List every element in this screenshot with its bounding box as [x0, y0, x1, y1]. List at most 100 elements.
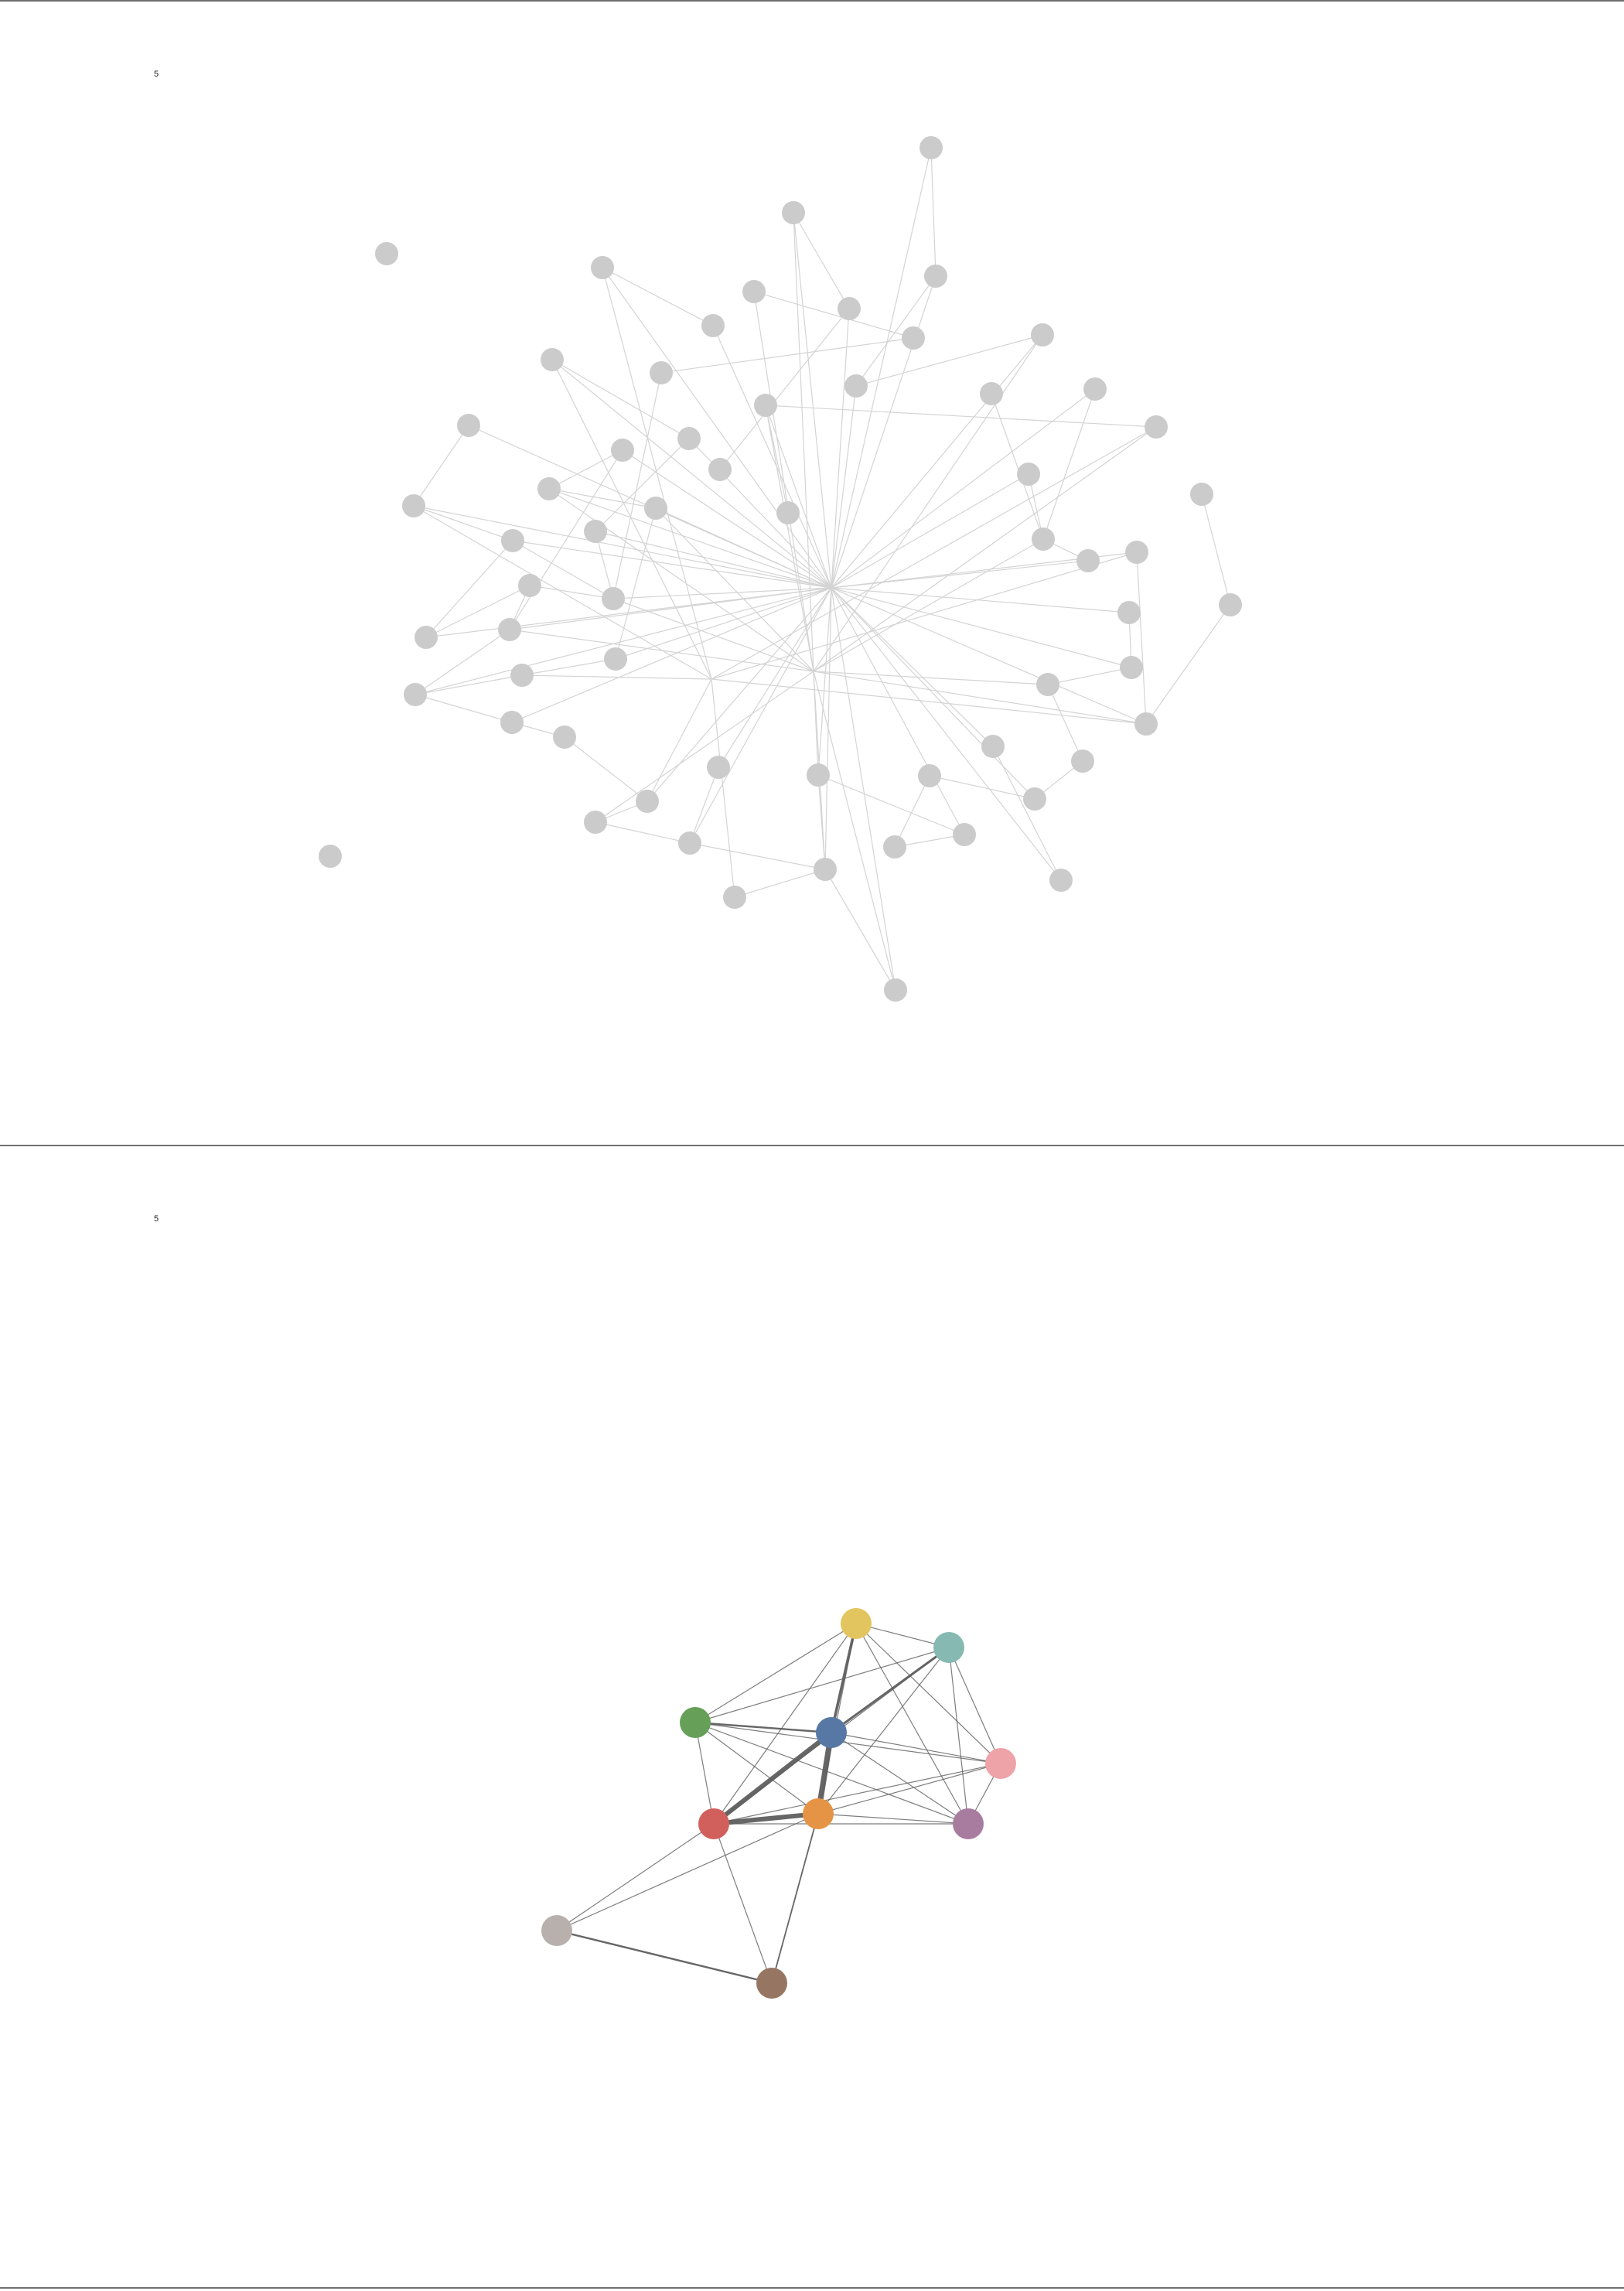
graph-node	[1071, 749, 1094, 773]
panel-label: 5	[154, 1214, 159, 1224]
graph-edge	[831, 147, 932, 589]
node-layer	[319, 136, 1242, 1002]
community-node-brown	[756, 1968, 787, 1999]
graph-node	[510, 664, 534, 687]
graph-edge	[425, 540, 513, 638]
graph-edge	[831, 587, 994, 747]
graph-node	[723, 886, 746, 909]
community-node-gray	[541, 1915, 572, 1946]
graph-edge	[765, 405, 789, 514]
graph-edge	[831, 275, 937, 589]
graph-node	[537, 477, 561, 500]
graph-node	[1120, 656, 1143, 679]
graph-edge	[813, 538, 1044, 672]
graph-edge	[831, 388, 1096, 589]
graph-node	[500, 711, 524, 734]
graph-edge	[855, 275, 937, 387]
graph-node	[1219, 593, 1242, 616]
graph-edge	[509, 587, 832, 630]
community-link-orange-gray	[556, 1813, 819, 1931]
graph-edge	[824, 869, 896, 991]
graph-node	[707, 756, 730, 779]
community-node-green	[680, 1707, 711, 1738]
graph-node	[541, 348, 564, 371]
community-link-orange-pink	[817, 1763, 1001, 1815]
graph-edge	[511, 587, 832, 723]
graph-edge	[831, 587, 1062, 881]
community-link-blue-pink	[831, 1732, 1001, 1764]
graph-node	[1083, 377, 1107, 401]
graph-edge	[689, 842, 826, 870]
graph-edge	[1145, 604, 1231, 725]
graph-edge	[655, 507, 832, 589]
graph-edge	[647, 587, 832, 802]
graph-node	[319, 845, 342, 868]
graph-node	[677, 427, 701, 450]
bottom-rule	[0, 2287, 1624, 2289]
graph-edge	[509, 629, 814, 672]
graph-edge	[765, 405, 1157, 428]
graph-node	[404, 683, 427, 706]
graph-node	[919, 136, 943, 159]
graph-edge	[425, 585, 531, 638]
graph-edge	[793, 212, 832, 589]
graph-node	[591, 256, 614, 279]
community-link-red-orange	[713, 1811, 819, 1826]
community-link-yellow-red	[713, 1623, 857, 1825]
graph-node	[980, 382, 1003, 405]
graph-node	[584, 811, 607, 834]
community-node-purple	[953, 1808, 984, 1839]
graph-node	[782, 201, 805, 224]
graph-node	[584, 520, 607, 543]
graph-edge	[595, 531, 832, 589]
graph-edge	[711, 678, 735, 898]
graph-node	[375, 242, 398, 265]
graph-node	[1032, 528, 1055, 551]
community-link-red-gray	[556, 1823, 715, 1931]
graph-edge	[930, 147, 937, 277]
graph-edge	[894, 775, 930, 848]
graph-node	[754, 394, 777, 417]
graph-edge	[413, 505, 712, 680]
graph-edge	[793, 212, 850, 309]
graph-node	[604, 647, 627, 671]
graph-node	[1017, 463, 1040, 486]
graph-node	[518, 574, 541, 597]
graph-node	[708, 458, 732, 481]
graph-node	[602, 587, 625, 610]
graph-node	[1117, 601, 1141, 624]
community-node-yellow	[841, 1608, 872, 1639]
graph-edge	[831, 587, 1147, 725]
community-node-orange	[803, 1798, 834, 1829]
graph-node	[902, 326, 925, 350]
graph-edge	[813, 334, 1043, 672]
graph-edge	[689, 767, 719, 844]
graph-edge	[719, 308, 850, 470]
graph-edge	[660, 337, 914, 374]
graph-edge	[615, 587, 832, 660]
community-link-green-purple	[694, 1722, 969, 1825]
graph-node	[498, 618, 521, 641]
graph-edge	[413, 425, 469, 507]
graph-node	[1031, 323, 1054, 347]
graph-node	[402, 494, 425, 517]
graph-node	[883, 835, 906, 859]
graph-edge	[529, 585, 614, 599]
graph-edge	[521, 674, 712, 680]
graph-node	[1190, 483, 1213, 506]
graph-edge	[415, 694, 513, 723]
graph-node	[650, 361, 673, 384]
community-link-blue-purple	[831, 1732, 969, 1825]
community-edge-layer	[556, 1623, 1001, 1985]
graph-edge	[413, 505, 832, 589]
graph-edge	[711, 426, 1157, 680]
graph-edge	[415, 629, 510, 695]
graph-edge	[813, 671, 1147, 725]
graph-edge	[813, 671, 1049, 685]
graph-edge	[765, 405, 814, 672]
graph-node	[1125, 541, 1148, 564]
community-link-green-pink	[694, 1722, 1001, 1764]
graph-edge	[765, 405, 832, 589]
graph-edge	[1047, 684, 1083, 762]
community-link-teal-green	[694, 1647, 950, 1723]
